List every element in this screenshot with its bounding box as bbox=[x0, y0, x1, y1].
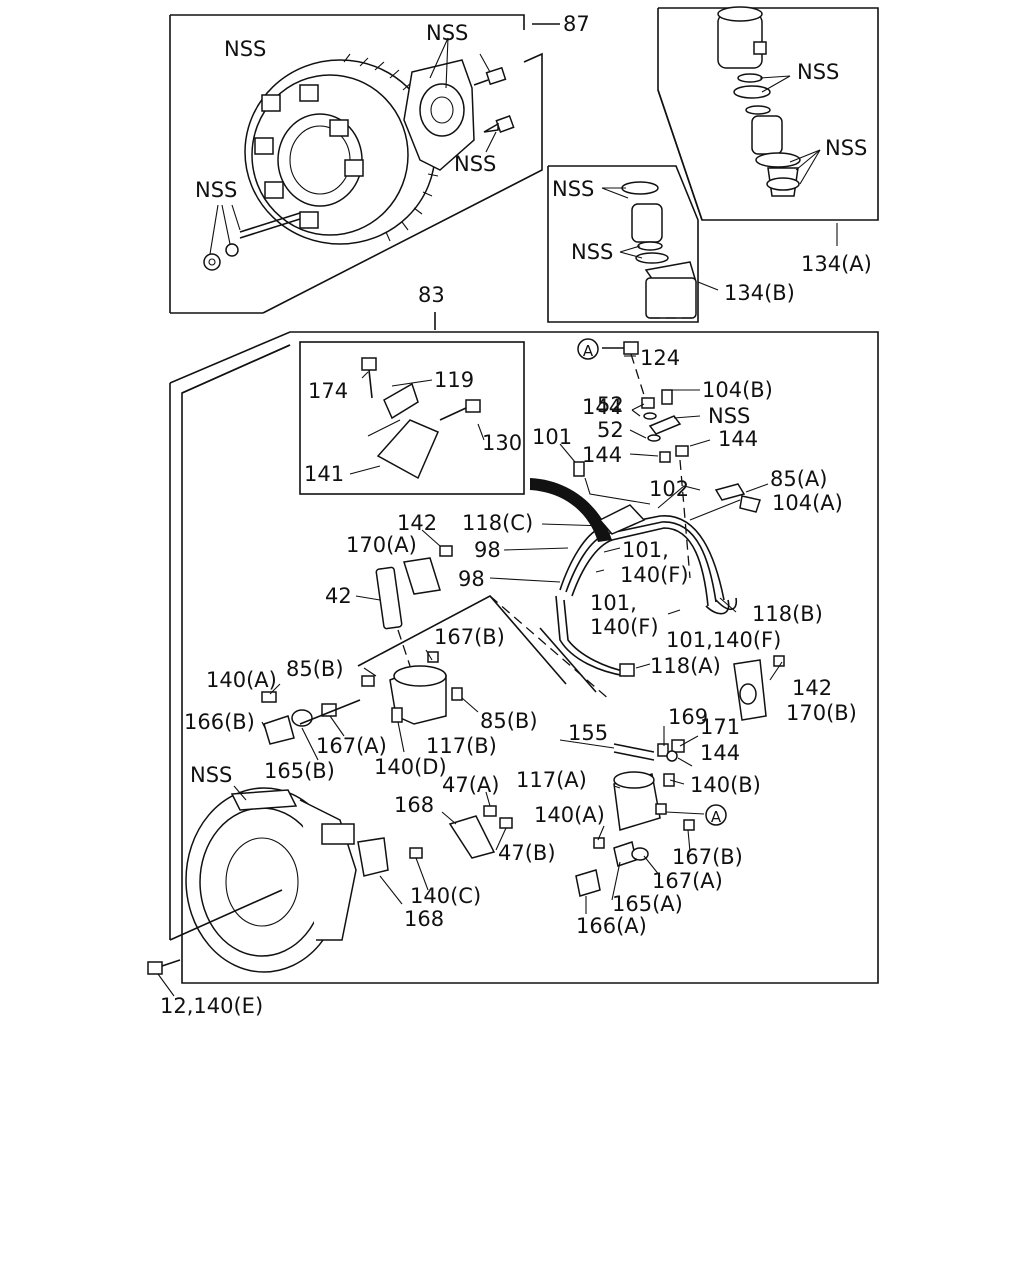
callout-140f: 140(F) bbox=[620, 563, 689, 587]
callout-165a: 165(A) bbox=[612, 892, 683, 916]
callout-142: 142 bbox=[397, 511, 437, 535]
callout-174: 174 bbox=[308, 379, 348, 403]
callout-165b: 165(B) bbox=[264, 759, 335, 783]
callout-nss: NSS bbox=[825, 136, 867, 160]
callout-nss: NSS bbox=[454, 152, 496, 176]
callout-141: 141 bbox=[304, 462, 344, 486]
marker-a-label: A bbox=[711, 808, 722, 826]
callout-nss: NSS bbox=[426, 21, 468, 45]
callout-83: 83 bbox=[418, 283, 445, 307]
solenoid-117b-part bbox=[261, 566, 611, 745]
callout-52: 52 bbox=[597, 418, 624, 442]
callout-144: 144 bbox=[700, 741, 740, 765]
callout-52: 52 bbox=[597, 393, 624, 417]
reference-marker-a-bottom: A bbox=[705, 804, 727, 826]
rotor-fan-part bbox=[244, 53, 440, 245]
callout-140a: 140(A) bbox=[206, 668, 277, 692]
callout-85b: 85(B) bbox=[480, 709, 538, 733]
callout-85b: 85(B) bbox=[286, 657, 344, 681]
callout-140f: 140(F) bbox=[590, 615, 659, 639]
callout-nss: NSS bbox=[708, 404, 750, 428]
flywheel-housing-part bbox=[147, 787, 423, 975]
pin-and-nut-part bbox=[203, 204, 301, 271]
fitting-parts-top bbox=[573, 341, 761, 513]
solenoid-117a-part bbox=[448, 739, 705, 897]
callout-171: 171 bbox=[700, 715, 740, 739]
callout-166a: 166(A) bbox=[576, 914, 647, 938]
callout-102: 102 bbox=[649, 477, 689, 501]
injection-pump-part-134a bbox=[717, 6, 821, 197]
callout-101: 101, bbox=[590, 591, 637, 615]
callout-144: 144 bbox=[582, 443, 622, 467]
callout-167a: 167(A) bbox=[652, 869, 723, 893]
cover-plate-170a-part bbox=[403, 545, 453, 595]
callout-labels: 87 NSS NSS NSS NSS NSS NSS 134(A) NSS NS… bbox=[160, 12, 872, 1018]
callout-134a: 134(A) bbox=[801, 252, 872, 276]
injection-nozzle-part-134b bbox=[601, 181, 697, 319]
callout-98: 98 bbox=[458, 567, 485, 591]
callout-155: 155 bbox=[568, 721, 608, 745]
callout-140d: 140(D) bbox=[374, 755, 447, 779]
callout-104b: 104(B) bbox=[702, 378, 773, 402]
callout-117b: 117(B) bbox=[426, 734, 497, 758]
reference-marker-a-top: A bbox=[577, 338, 599, 360]
sensor-bracket-part bbox=[361, 357, 481, 480]
callout-47a: 47(A) bbox=[442, 773, 499, 797]
flange-bolts-part bbox=[473, 53, 515, 153]
leader-lines bbox=[157, 355, 783, 997]
callout-nss: NSS bbox=[552, 177, 594, 201]
callout-87: 87 bbox=[563, 12, 590, 36]
callout-98: 98 bbox=[474, 538, 501, 562]
cover-plate-170b-part bbox=[733, 655, 785, 721]
callout-130: 130 bbox=[482, 431, 522, 455]
callout-104a: 104(A) bbox=[772, 491, 843, 515]
callout-167a: 167(A) bbox=[316, 734, 387, 758]
callout-140a: 140(A) bbox=[534, 803, 605, 827]
assembly-134a-frame bbox=[657, 7, 879, 246]
callout-167b: 167(B) bbox=[672, 845, 743, 869]
callout-118c: 118(C) bbox=[462, 511, 533, 535]
callout-101-140f: 101,140(F) bbox=[666, 628, 781, 652]
callout-168: 168 bbox=[394, 793, 434, 817]
callout-101: 101 bbox=[532, 425, 572, 449]
callout-124: 124 bbox=[640, 346, 680, 370]
callout-47b: 47(B) bbox=[498, 841, 556, 865]
callout-42: 42 bbox=[325, 584, 352, 608]
callout-118b: 118(B) bbox=[752, 602, 823, 626]
callout-nss: NSS bbox=[797, 60, 839, 84]
assembly-134b-frame bbox=[547, 165, 719, 323]
assembly-83-frame bbox=[169, 312, 879, 984]
callout-nss: NSS bbox=[224, 37, 266, 61]
callout-85a: 85(A) bbox=[770, 467, 827, 491]
callout-nss: NSS bbox=[190, 763, 232, 787]
callout-12-140e: 12,140(E) bbox=[160, 994, 263, 1018]
callout-134b: 134(B) bbox=[724, 281, 795, 305]
callout-117a: 117(A) bbox=[516, 768, 587, 792]
callout-170b: 170(B) bbox=[786, 701, 857, 725]
callout-170a: 170(A) bbox=[346, 533, 417, 557]
callout-144: 144 bbox=[718, 427, 758, 451]
callout-101: 101, bbox=[622, 538, 669, 562]
assembly-87-frame bbox=[169, 14, 560, 314]
marker-a-label: A bbox=[583, 342, 594, 360]
fuel-pipes-part bbox=[555, 459, 741, 677]
callout-169: 169 bbox=[668, 705, 708, 729]
callout-168: 168 bbox=[404, 907, 444, 931]
callout-144: 144 bbox=[582, 395, 622, 419]
callout-140b: 140(B) bbox=[690, 773, 761, 797]
callout-nss: NSS bbox=[571, 240, 613, 264]
callout-142: 142 bbox=[792, 676, 832, 700]
callout-167b: 167(B) bbox=[434, 625, 505, 649]
drive-flange-part bbox=[403, 37, 475, 171]
callout-119: 119 bbox=[434, 368, 474, 392]
callout-140c: 140(C) bbox=[410, 884, 481, 908]
callout-118a: 118(A) bbox=[650, 654, 721, 678]
callout-166b: 166(B) bbox=[184, 710, 255, 734]
callout-nss: NSS bbox=[195, 178, 237, 202]
